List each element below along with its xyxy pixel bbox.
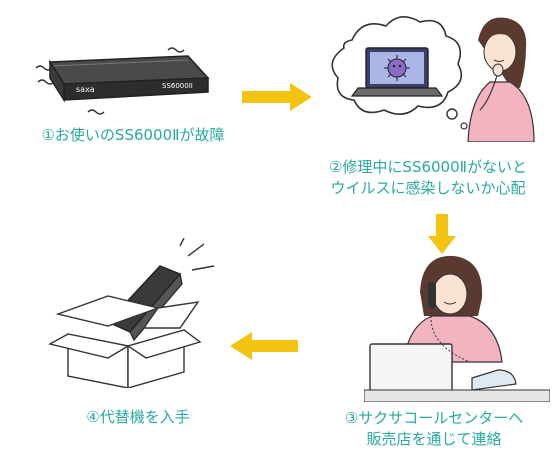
device-brand-label: saxa <box>76 85 95 94</box>
step-2-label: ②修理中にSS6000Ⅱがないと ウイルスに感染しないか心配 <box>328 158 528 197</box>
arrow-right-icon <box>240 82 314 112</box>
step-3-label: ③サクサコールセンターへ 販売店を通じて連絡 <box>344 409 524 448</box>
arrow-down-icon <box>427 212 457 256</box>
step-4-label: ④代替機を入手 <box>86 408 190 426</box>
worried-woman-illustration <box>300 10 540 142</box>
phone-call-illustration <box>364 252 550 402</box>
arrow-left-icon <box>228 331 300 361</box>
step-1-label: ①お使いのSS6000Ⅱが故障 <box>41 126 225 144</box>
broken-device-illustration: saxa SS6000II <box>28 38 218 122</box>
device-model-label: SS6000II <box>162 82 193 90</box>
replacement-device-box-illustration <box>48 238 228 388</box>
